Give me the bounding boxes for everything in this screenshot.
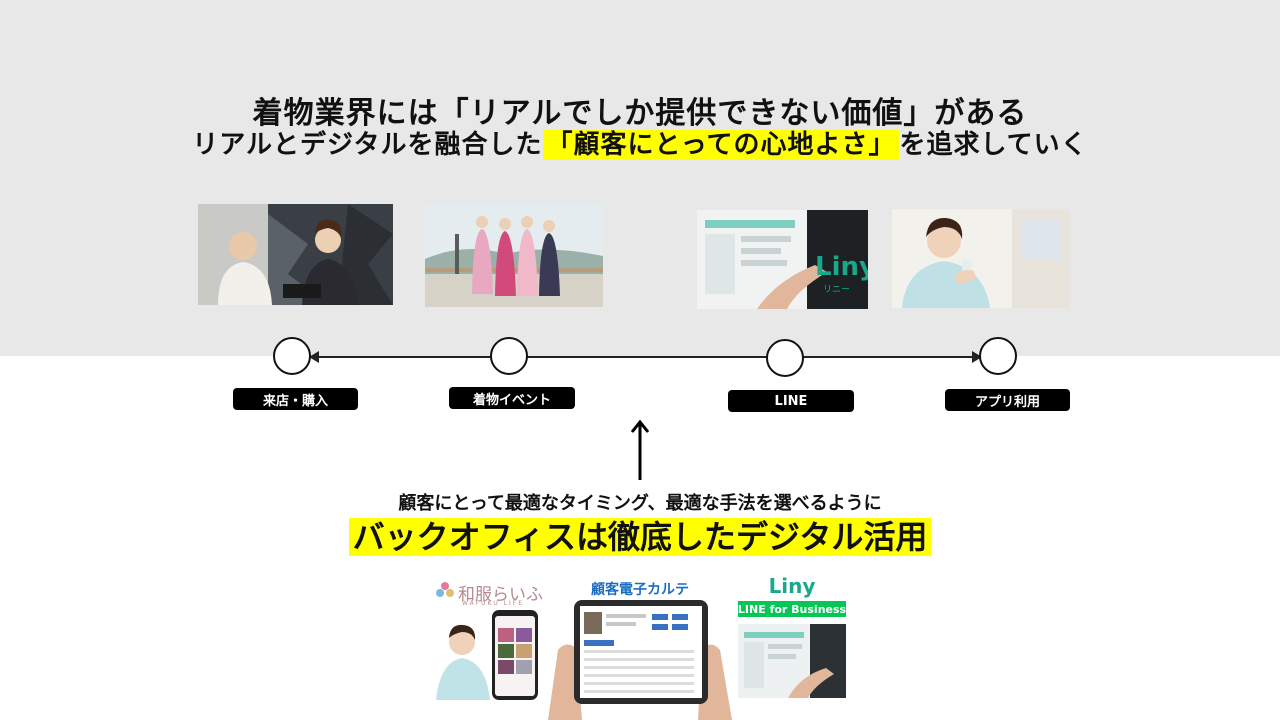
wafuku-title: 和服らいふ <box>458 585 543 605</box>
headline-highlight: 「顧客にとっての心地よさ」 <box>542 130 900 160</box>
sub-caption: 顧客にとって最適なタイミング、最適な手法を選べるように <box>398 493 882 514</box>
app-usage-photo <box>892 209 1070 308</box>
timeline-node-app <box>979 337 1017 375</box>
top-background-band <box>0 0 1280 356</box>
kimono-event-photo <box>425 204 603 307</box>
main-caption: バックオフィスは徹底したデジタル活用 <box>0 512 1280 558</box>
timeline-node-store <box>273 337 311 375</box>
timeline-tag-app: アプリ利用 <box>945 389 1070 411</box>
timeline-tag-line: LINE <box>728 390 854 412</box>
timeline-left-arrowhead <box>309 351 319 363</box>
timeline-line <box>312 356 978 358</box>
karte-tablet-mockup <box>548 600 732 720</box>
karte-title: 顧客電子カルテ <box>591 582 689 598</box>
headline-line-2: リアルとデジタルを融合した「顧客にとっての心地よさ」を追求していく <box>192 130 1088 160</box>
liny-tablet-mockup <box>738 624 846 698</box>
wafuku-subtitle: WAFUKU LIFE <box>462 600 524 607</box>
wafuku-flower-icon <box>436 582 454 600</box>
wafuku-phone-mockup <box>436 610 538 700</box>
line-for-business-badge: LINE for Business <box>737 601 847 617</box>
liny-business-panel: Liny LINE for Business <box>738 574 846 700</box>
store-visit-photo <box>198 204 393 305</box>
timeline-tag-event: 着物イベント <box>449 387 575 409</box>
liny-logo-overlay: Liny <box>815 252 868 282</box>
timeline-node-event <box>490 337 528 375</box>
customer-karte-panel: 顧客電子カルテ <box>548 576 732 720</box>
timeline-right-arrowhead <box>972 351 982 363</box>
wafuku-life-panel: 和服らいふ WAFUKU LIFE <box>432 576 544 700</box>
headline-line-1: 着物業界には「リアルでしか提供できない価値」がある <box>252 96 1028 131</box>
liny-title: Liny <box>768 574 816 598</box>
up-arrow-icon <box>631 420 649 480</box>
liny-tablet-photo: Liny リニー <box>697 210 868 309</box>
liny-sub-overlay: リニー <box>823 285 851 295</box>
timeline-tag-store: 来店・購入 <box>233 388 358 410</box>
timeline-node-line <box>766 339 804 377</box>
